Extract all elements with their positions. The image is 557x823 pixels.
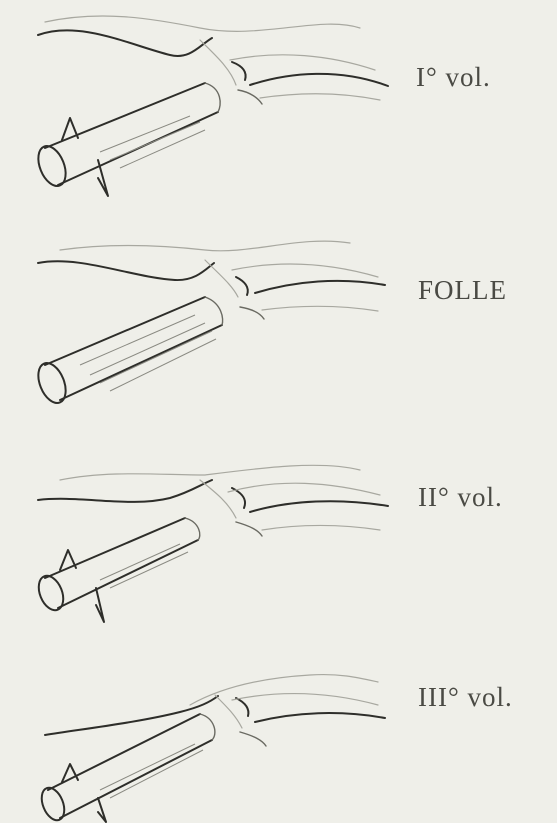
figure-4-label: III° vol. bbox=[418, 682, 513, 713]
figure-1: I° vol. bbox=[0, 0, 557, 205]
figure-1-label: I° vol. bbox=[416, 62, 491, 93]
figure-2: FOLLE bbox=[0, 215, 557, 410]
sketch-figure-2 bbox=[0, 215, 400, 410]
sketch-figure-3 bbox=[0, 440, 400, 630]
sketch-figure-4 bbox=[0, 650, 400, 823]
figure-4: III° vol. bbox=[0, 650, 557, 823]
sketch-figure-1 bbox=[0, 0, 400, 205]
figure-2-label: FOLLE bbox=[418, 275, 507, 306]
figure-3: II° vol. bbox=[0, 440, 557, 630]
figure-3-label: II° vol. bbox=[418, 482, 503, 513]
